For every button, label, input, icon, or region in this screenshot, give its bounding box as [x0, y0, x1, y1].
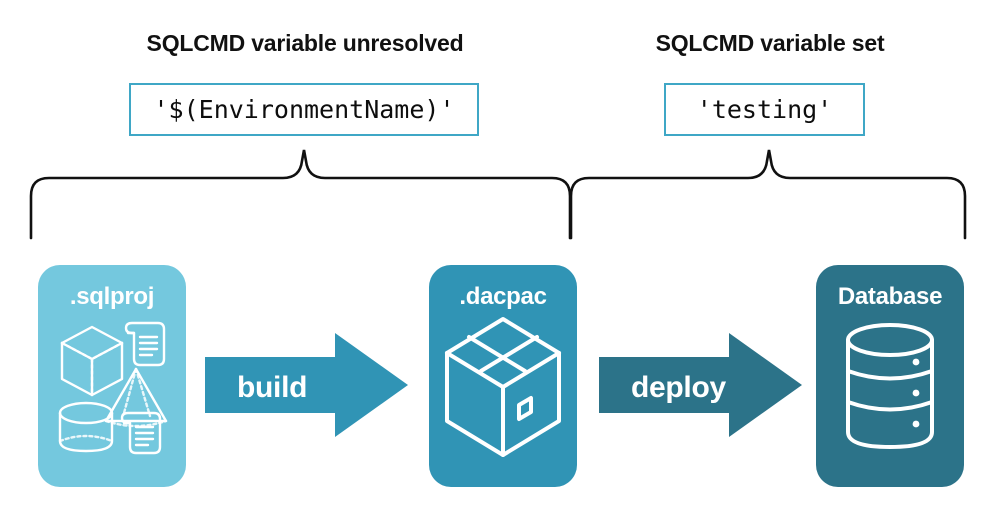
status-dot-icon: [912, 389, 920, 397]
card-sqlproj-label: .sqlproj: [69, 283, 155, 310]
card-dacpac[interactable]: .dacpac: [429, 265, 577, 487]
status-dot-icon: [912, 420, 920, 428]
cylinder-icon: [58, 401, 114, 453]
sql-project-objects-icon: [58, 321, 168, 455]
code-box-testing-value: 'testing': [664, 83, 865, 136]
heading-sqlcmd-variable-set: SQLCMD variable set: [655, 30, 885, 56]
scroll-icon: [124, 321, 166, 367]
card-dacpac-label: .dacpac: [459, 283, 547, 310]
brace-left-icon: [29, 149, 572, 240]
package-box-icon: [445, 317, 561, 457]
arrow-deploy-icon: [599, 333, 802, 437]
heading-sqlcmd-variable-unresolved: SQLCMD variable unresolved: [146, 30, 464, 56]
code-box-environment-name: '$(EnvironmentName)': [129, 83, 479, 136]
cube-icon: [60, 325, 124, 397]
brace-right-icon: [569, 149, 967, 240]
database-cylinder-icon: [846, 323, 934, 449]
arrow-build: build: [205, 333, 408, 442]
pyramid-icon: [104, 367, 168, 428]
status-dot-icon: [912, 358, 920, 366]
card-database-label: Database: [837, 283, 943, 310]
arrow-deploy: deploy: [599, 333, 802, 442]
card-database[interactable]: Database: [816, 265, 964, 487]
arrow-build-icon: [205, 333, 408, 437]
scroll-icon: [120, 411, 162, 455]
card-sqlproj[interactable]: .sqlproj: [38, 265, 186, 487]
